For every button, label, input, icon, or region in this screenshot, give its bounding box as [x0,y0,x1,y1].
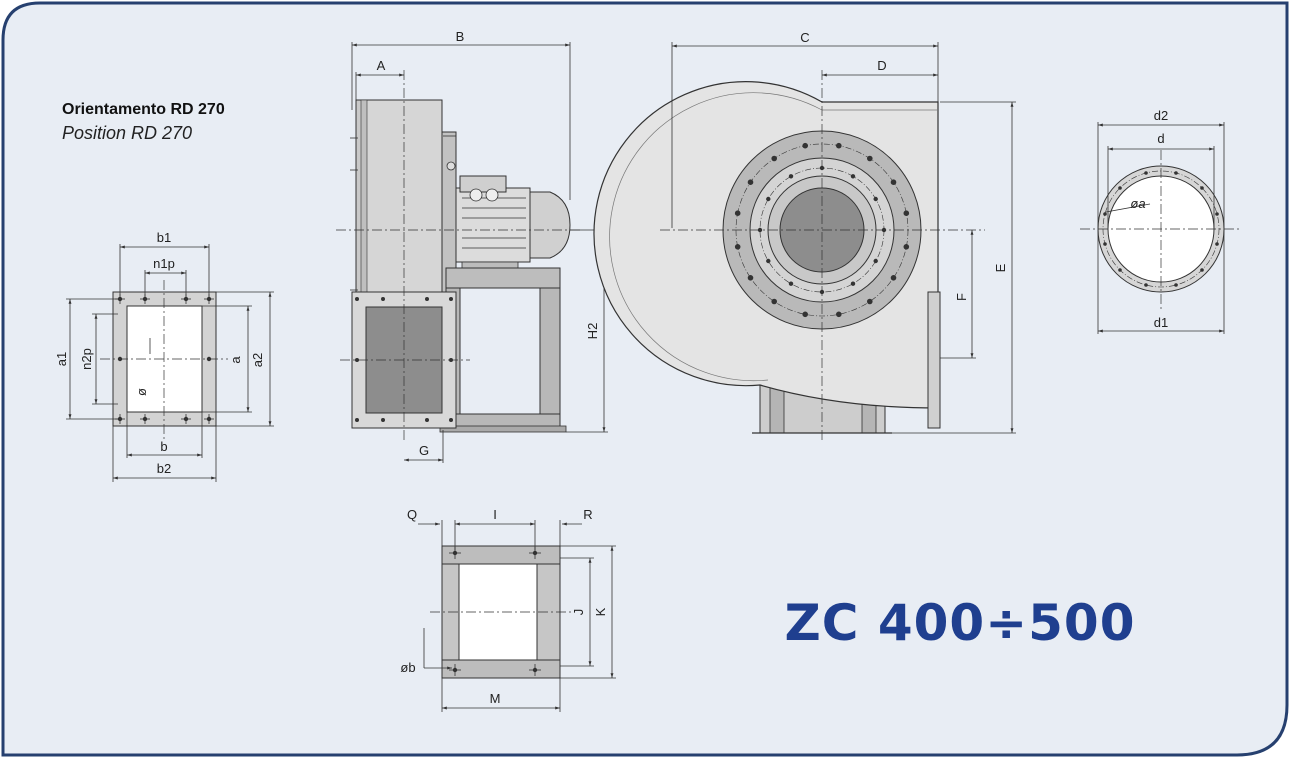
dim-C: C [800,30,809,45]
dim-G: G [419,443,429,458]
bolt-hole [788,281,794,286]
bolt-hole [734,244,741,250]
dim-b2: b2 [157,461,171,476]
bolt-hole [867,298,873,305]
dim-bolt-diameter: øa [1130,196,1145,211]
bolt-hole [734,210,741,216]
dim-R: R [583,507,592,522]
dim-M: M [490,691,501,706]
bolt-hole [873,258,878,264]
dim-hole-diameter: ø [134,388,149,396]
bolt-hole [867,155,873,162]
dim-hole-b: øb [400,660,415,675]
bolt-hole [850,174,856,179]
bolt-hole [1118,268,1122,272]
dim-n2p: n2p [79,348,94,370]
bolt-hole [747,275,754,281]
dim-J: J [571,609,586,616]
bolt-hole [1215,242,1219,246]
dim-E: E [993,263,1008,272]
dim-n1p: n1p [153,256,175,271]
bolt-hole [771,155,777,162]
dim-b: b [160,439,167,454]
bolt-hole [1200,186,1204,190]
inlet-flange-view: d2 d øa d1 [1080,108,1240,334]
bolt-hole [890,275,897,281]
base-view: Q I R J K øb M [400,507,616,712]
bolt-hole [1174,171,1178,175]
orientation-subtitle: Position RD 270 [62,123,192,143]
dim-Q: Q [407,507,417,522]
dim-d1: d1 [1154,315,1168,330]
dim-F: F [954,293,969,301]
bolt-hole [766,196,771,202]
bolt-hole [771,298,777,305]
bolt-hole [1174,283,1178,287]
front-view: C D E F [593,30,1016,440]
bolt-hole [802,311,808,318]
dim-d: d [1157,131,1164,146]
bolt-hole [1103,212,1107,216]
bolt-hole [903,210,910,216]
bolt-hole [873,196,878,202]
bolt-hole [1200,268,1204,272]
side-view: B A H2 G [336,29,608,463]
bolt-hole [802,142,808,149]
dim-K: K [593,607,608,616]
dim-d2: d2 [1154,108,1168,123]
bolt-hole [1118,186,1122,190]
dim-a1: a1 [54,352,69,366]
bolt-hole [850,281,856,286]
orientation-title: Orientamento RD 270 [62,101,225,118]
dim-b1: b1 [157,230,171,245]
bolt-hole [836,311,842,318]
dim-H2: H2 [585,323,600,340]
dim-I: I [493,507,497,522]
model-name: ZC 400÷500 [785,594,1136,652]
bolt-hole [836,142,842,149]
bolt-hole [1103,242,1107,246]
bolt-hole [1144,171,1148,175]
dim-a2: a2 [250,353,265,367]
dim-D: D [877,58,886,73]
bolt-hole [788,174,794,179]
dim-a: a [228,356,243,364]
bolt-hole [747,179,754,185]
bolt-hole [1144,283,1148,287]
outlet-flange-view: b1 n1p a1 n2p ø a a2 b b2 [54,230,274,482]
bolt-hole [766,258,771,264]
bolt-hole [1215,212,1219,216]
dim-B: B [456,29,465,44]
bolt-hole [890,179,897,185]
bolt-hole [903,244,910,250]
dim-A: A [377,58,386,73]
